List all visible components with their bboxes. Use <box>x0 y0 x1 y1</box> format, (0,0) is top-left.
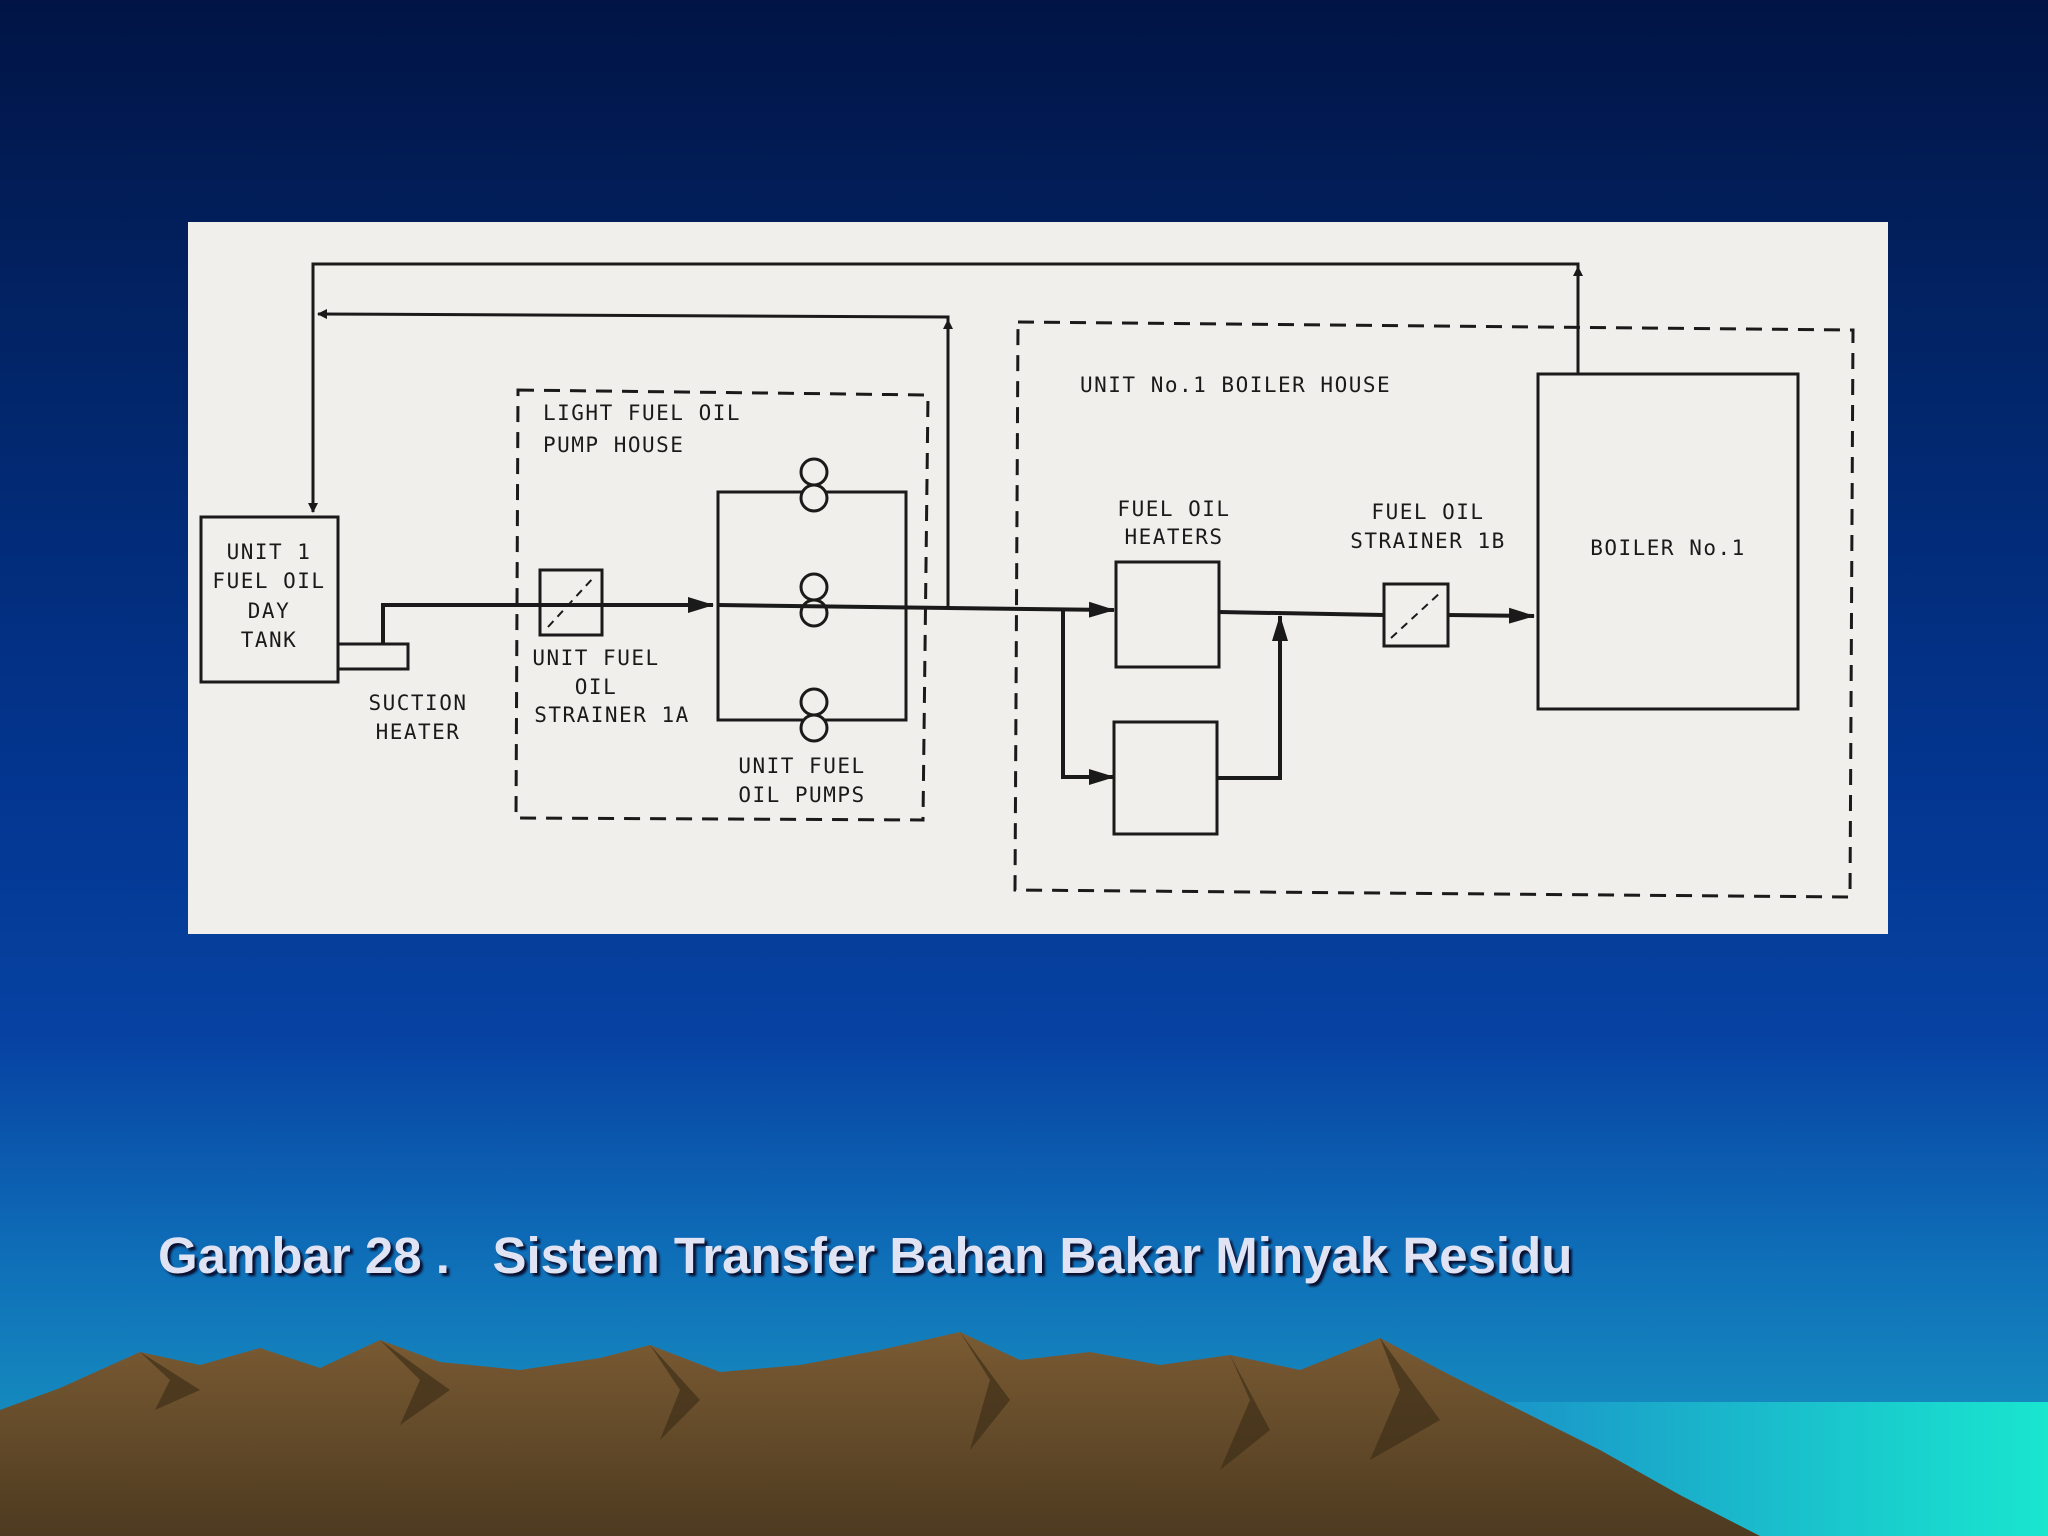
pump-house-label-line-1: LIGHT FUEL OIL <box>543 401 741 425</box>
heaters-label-line-2: HEATERS <box>1124 525 1223 549</box>
mountain-range <box>0 1332 1760 1536</box>
diagram-panel: UNIT 1 FUEL OIL DAY TANK SUCTION HEATER … <box>188 222 1888 934</box>
boiler-house-boundary <box>1013 320 1855 899</box>
fuel-oil-heater-2 <box>1112 720 1219 836</box>
suction-heater-label-line-2: HEATER <box>376 720 461 744</box>
pump-symbol-3 <box>799 687 829 743</box>
day-tank-label-line-2: FUEL OIL <box>212 569 325 593</box>
strainer-1a-mesh <box>547 576 595 628</box>
supply-line-through-pumps <box>717 603 951 610</box>
supply-line-to-boiler <box>1447 607 1535 624</box>
pumps-label-line-1: UNIT FUEL <box>738 754 865 778</box>
boiler-no-1 <box>1536 372 1800 711</box>
pump-house-boundary <box>514 388 930 822</box>
strainer-1b-label-line-1: FUEL OIL <box>1371 500 1484 524</box>
heater-2-outlet <box>1217 615 1288 780</box>
day-tank-label-line-4: TANK <box>241 628 298 652</box>
strainer-1a-label-line-2: OIL <box>575 675 617 699</box>
slide-caption: Gambar 28 . Sistem Transfer Bahan Bakar … <box>158 1227 1573 1284</box>
strainer-1b-mesh <box>1390 591 1442 639</box>
return-line-pumps <box>317 309 950 608</box>
mountain-scenery <box>0 1332 2048 1536</box>
strainer-1a-label-line-1: UNIT FUEL <box>532 646 659 670</box>
pump-symbol-2 <box>799 572 829 628</box>
pumps-label-line-2: OIL PUMPS <box>738 783 865 807</box>
boiler-label: BOILER No.1 <box>1590 536 1746 560</box>
fuel-transfer-diagram: UNIT 1 FUEL OIL DAY TANK SUCTION HEATER … <box>199 262 1855 899</box>
pump-symbol-1 <box>799 457 829 513</box>
strainer-1a-label-line-3: STRAINER 1A <box>534 703 690 727</box>
boiler-house-label: UNIT No.1 BOILER HOUSE <box>1080 373 1391 397</box>
supply-line-to-heater-2 <box>1061 610 1115 785</box>
supply-line-to-heater-1 <box>947 601 1115 618</box>
day-tank-label-line-3: DAY <box>248 599 290 623</box>
supply-line-main <box>381 597 714 644</box>
heaters-label-line-1: FUEL OIL <box>1117 497 1230 521</box>
suction-heater-label-line-1: SUCTION <box>368 691 467 715</box>
pump-house-label-line-2: PUMP HOUSE <box>543 433 684 457</box>
day-tank-label-line-1: UNIT 1 <box>227 540 312 564</box>
strainer-1a <box>538 568 604 637</box>
suction-heater <box>336 642 410 671</box>
strainer-1b-label-line-2: STRAINER 1B <box>1350 529 1506 553</box>
day-tank <box>199 515 340 684</box>
fuel-oil-heater-1 <box>1114 560 1221 669</box>
heater-1-outlet <box>1218 610 1385 617</box>
